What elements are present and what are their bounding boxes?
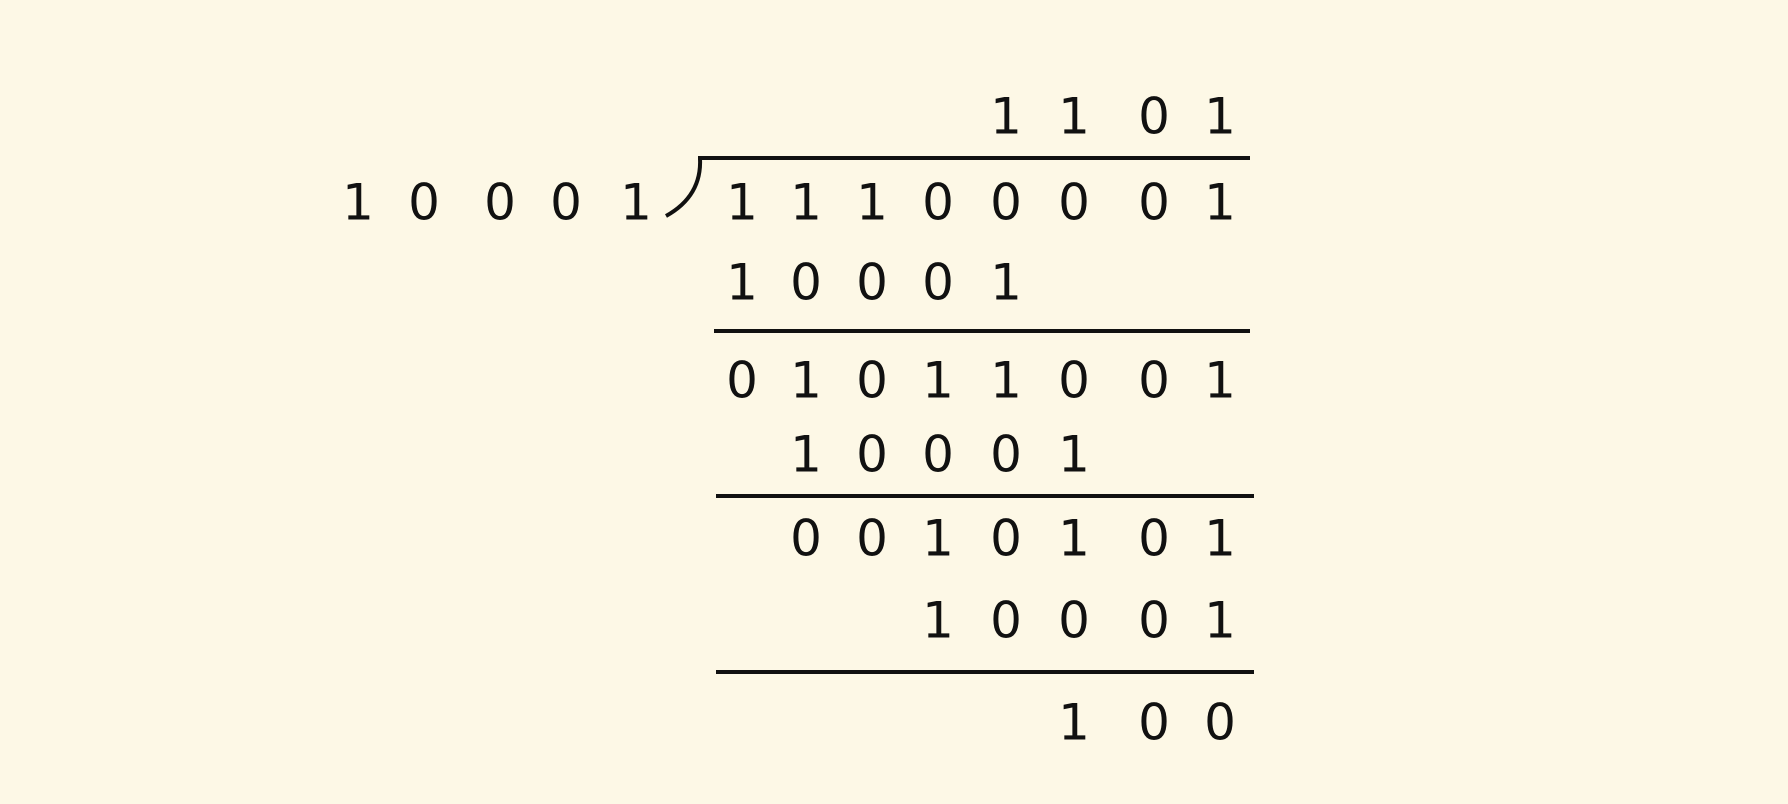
- step-1-digit: 1: [990, 254, 1022, 312]
- step-4-digit: 0: [1138, 510, 1170, 568]
- step-5-digit: 0: [1058, 592, 1090, 650]
- step-5-digit: 0: [1138, 592, 1170, 650]
- step-3-digit: 1: [1058, 426, 1090, 484]
- quotient-digit: 1: [1204, 88, 1236, 146]
- step-4-digit: 1: [922, 510, 954, 568]
- step-4-digit: 0: [990, 510, 1022, 568]
- division-bracket: [665, 156, 703, 218]
- step-2-digit: 1: [990, 352, 1022, 410]
- step-4-digit: 1: [1058, 510, 1090, 568]
- divisor-digit: 0: [484, 174, 516, 232]
- step-5-digit: 1: [1204, 592, 1236, 650]
- step-3-digit: 1: [790, 426, 822, 484]
- step-3-digit: 0: [856, 426, 888, 484]
- quotient-digit: 1: [990, 88, 1022, 146]
- divisor-digit: 1: [342, 174, 374, 232]
- step-5-digit: 1: [922, 592, 954, 650]
- dividend-digit: 0: [1138, 174, 1170, 232]
- remainder-digit: 1: [1058, 694, 1090, 752]
- divisor-digit: 0: [550, 174, 582, 232]
- step-1-digit: 0: [790, 254, 822, 312]
- step-2-digit: 0: [726, 352, 758, 410]
- dividend-digit: 1: [856, 174, 888, 232]
- step-3-digit: 0: [990, 426, 1022, 484]
- step-2-digit: 0: [856, 352, 888, 410]
- dividend-digit: 1: [790, 174, 822, 232]
- step-4-digit: 0: [790, 510, 822, 568]
- dividend-digit: 0: [990, 174, 1022, 232]
- step-4-digit: 1: [1204, 510, 1236, 568]
- step-5-digit: 0: [990, 592, 1022, 650]
- step-1-digit: 1: [726, 254, 758, 312]
- step-1-digit: 0: [856, 254, 888, 312]
- remainder-digit: 0: [1204, 694, 1236, 752]
- step-3-digit: 0: [922, 426, 954, 484]
- step-2-digit: 1: [922, 352, 954, 410]
- step-2-digit: 0: [1058, 352, 1090, 410]
- step-2-digit: 0: [1138, 352, 1170, 410]
- quotient-digit: 0: [1138, 88, 1170, 146]
- dividend-digit: 0: [1058, 174, 1090, 232]
- quotient-digit: 1: [1058, 88, 1090, 146]
- divisor-digit: 1: [620, 174, 652, 232]
- step-2-digit: 1: [1204, 352, 1236, 410]
- step-2-digit: 1: [790, 352, 822, 410]
- dividend-digit: 1: [726, 174, 758, 232]
- remainder-digit: 0: [1138, 694, 1170, 752]
- step-4-digit: 0: [856, 510, 888, 568]
- step-1-digit: 0: [922, 254, 954, 312]
- divisor-digit: 0: [408, 174, 440, 232]
- dividend-digit: 0: [922, 174, 954, 232]
- dividend-digit: 1: [1204, 174, 1236, 232]
